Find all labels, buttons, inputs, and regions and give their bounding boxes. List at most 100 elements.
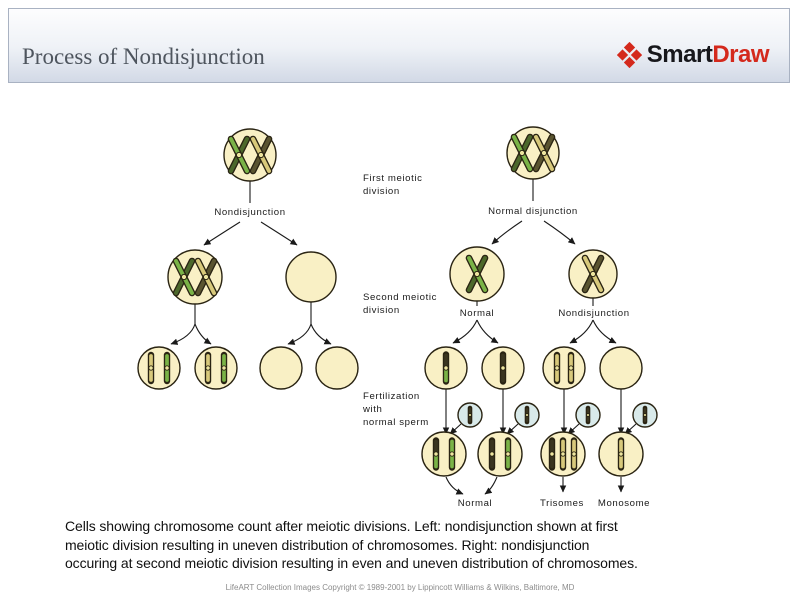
connector-arrow: [170, 323, 196, 345]
diagram-label: normal sperm: [363, 417, 429, 428]
centromere: [518, 149, 526, 157]
connector-arrow: [260, 221, 298, 246]
centromere: [554, 365, 560, 371]
diagram-label: with: [362, 404, 382, 415]
logo-text-smart: Smart: [646, 41, 713, 68]
cell-sperm-3: [575, 402, 601, 428]
page-title: Process of Nondisjunction: [22, 44, 265, 69]
caption-line: occuring at second meiotic division resu…: [65, 555, 638, 571]
cell-primary-left: [223, 128, 277, 182]
cell-zygote-normal-1: [421, 431, 467, 477]
cell-body: [506, 126, 560, 180]
centromere: [433, 451, 439, 457]
cell-body: [421, 431, 467, 477]
cell-primary-right: [506, 126, 560, 180]
slide-header: Process of Nondisjunction SmartDraw: [8, 8, 790, 83]
connector-arrow: [592, 319, 617, 344]
centromere: [505, 451, 511, 457]
centromere: [540, 149, 548, 157]
cell-sperm-4: [632, 402, 658, 428]
centromere: [148, 365, 154, 371]
centromere: [205, 365, 211, 371]
centromere: [560, 451, 566, 457]
cell-body: [599, 346, 643, 390]
cell-body: [194, 346, 238, 390]
cell-body: [259, 346, 303, 390]
connector-arrow: [491, 220, 523, 245]
cell-left-gamete-1: [137, 346, 181, 390]
centromere: [180, 273, 188, 281]
cell-right-gamete-1: [424, 346, 468, 390]
centromere: [618, 451, 624, 457]
centromere: [164, 365, 170, 371]
caption-line: Cells showing chromosome count after mei…: [65, 518, 618, 534]
connector-arrow: [445, 476, 464, 495]
diagram-label: First meiotic: [363, 173, 423, 184]
diagram-label: Normal: [460, 308, 495, 319]
centromere: [500, 365, 506, 371]
connector-arrow: [476, 319, 499, 344]
centromere: [473, 270, 481, 278]
diagram-label: division: [363, 186, 400, 197]
smartdraw-wordmark: SmartDraw: [646, 41, 770, 69]
copyright-line: LifeART Collection Images Copyright © 19…: [225, 583, 575, 592]
centromere: [525, 413, 529, 417]
centromere: [571, 451, 577, 457]
cell-right-gamete-2: [481, 346, 525, 390]
connector-arrow: [310, 323, 332, 345]
connector-arrow: [506, 423, 519, 435]
diagram-label: Second meiotic: [363, 292, 437, 303]
connector-arrow: [194, 323, 212, 345]
centromere: [589, 270, 597, 278]
centromere: [449, 451, 455, 457]
diagram-label: Trisomes: [540, 498, 584, 509]
diagram-label: Nondisjunction: [558, 308, 629, 319]
logo-text-draw: Draw: [712, 41, 769, 68]
cell-zygote-trisome: [540, 431, 586, 477]
cell-body: [167, 249, 223, 305]
centromere: [235, 151, 243, 159]
connector-arrow: [569, 319, 594, 344]
cell-body: [137, 346, 181, 390]
diagram-label: division: [363, 305, 400, 316]
cell-left-gamete-4: [315, 346, 359, 390]
connector-arrow: [203, 221, 241, 246]
connector-arrow: [287, 323, 312, 345]
connector-arrow: [449, 423, 462, 435]
cell-left-gamete-2: [194, 346, 238, 390]
diagram-label: Normal disjunction: [488, 206, 578, 217]
centromere: [549, 451, 555, 457]
smartdraw-logo: SmartDraw: [616, 41, 770, 69]
cell-left-secondary-both: [167, 249, 223, 305]
diagram-label: Monosome: [598, 498, 650, 509]
diagram-label: Normal: [458, 498, 493, 509]
cell-zygote-normal-2: [477, 431, 523, 477]
cell-left-secondary-empty: [285, 251, 337, 303]
cell-right-secondary-nondisjunction: [568, 249, 618, 299]
connector-arrow: [543, 220, 576, 245]
cell-sperm-2: [514, 402, 540, 428]
cell-sperm-1: [457, 402, 483, 428]
smartdraw-diamonds-icon: [616, 42, 642, 68]
caption-line: meiotic division resulting in uneven dis…: [65, 536, 590, 553]
centromere: [443, 365, 449, 371]
cell-body: [315, 346, 359, 390]
centromere: [586, 413, 590, 417]
caption-text: Cells showing chromosome count after mei…: [65, 517, 770, 573]
cell-body: [223, 128, 277, 182]
centromere: [221, 365, 227, 371]
diagram-label: Fertilization: [363, 391, 420, 402]
centromere: [489, 451, 495, 457]
cell-right-gamete-3: [542, 346, 586, 390]
cell-left-gamete-3: [259, 346, 303, 390]
centromere: [202, 273, 210, 281]
cell-right-gamete-4: [599, 346, 643, 390]
centromere: [643, 413, 647, 417]
cell-body: [285, 251, 337, 303]
cell-right-secondary-normal: [449, 246, 505, 302]
centromere: [568, 365, 574, 371]
diagram-label: Nondisjunction: [214, 207, 285, 218]
connector-arrow: [567, 423, 580, 435]
centromere: [468, 413, 472, 417]
